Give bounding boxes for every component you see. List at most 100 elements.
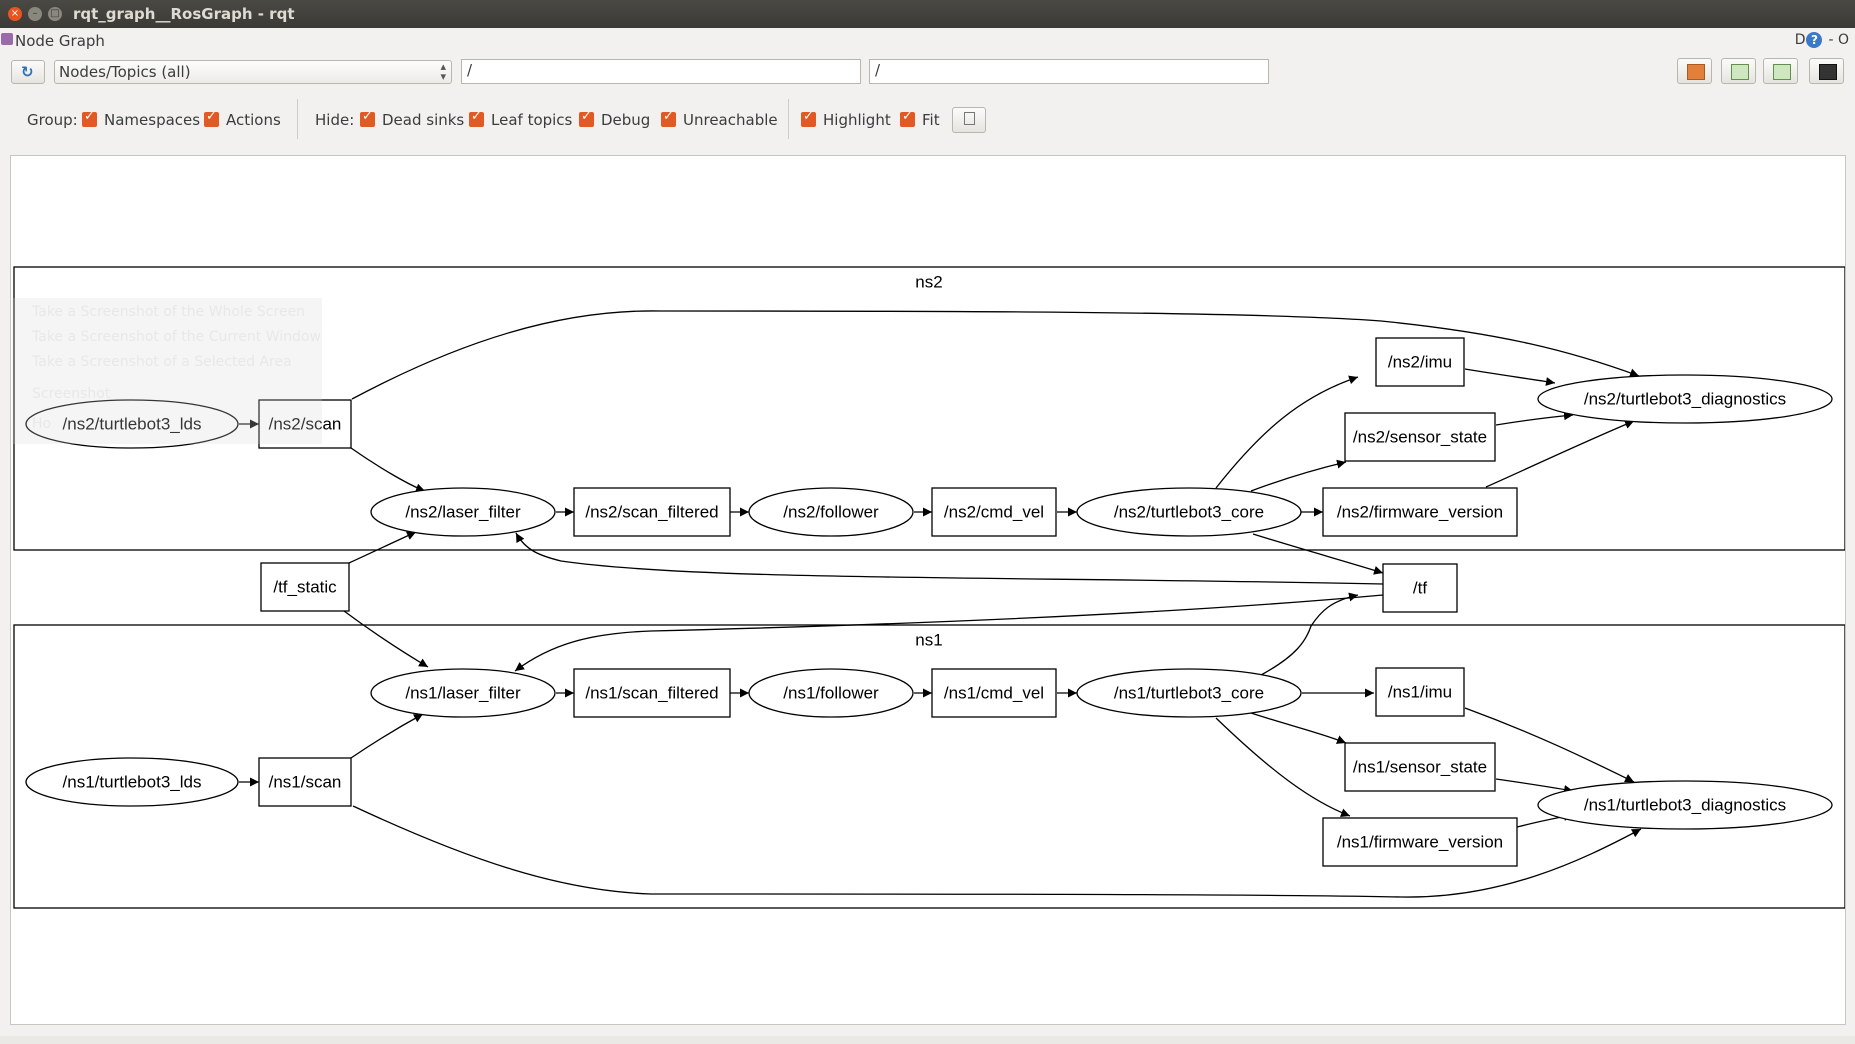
node-shape[interactable] (25, 399, 239, 449)
save-image-button[interactable] (1763, 58, 1798, 84)
node-shape[interactable] (1322, 487, 1518, 537)
node-shape[interactable] (748, 668, 914, 718)
edge-ns2-core-to-ns2-sensor[interactable] (1250, 459, 1347, 492)
edge-ns1-scan-to-ns1-laser[interactable] (350, 713, 424, 759)
namespaces-checkbox[interactable] (82, 109, 97, 127)
edge-ns2-scan-to-ns2-laser[interactable] (350, 447, 426, 493)
topic-filter-input[interactable]: / (869, 59, 1269, 84)
unreachable-checkbox[interactable] (661, 109, 676, 127)
save-svg-button[interactable] (1721, 58, 1756, 84)
topic-node-ns2-imu[interactable]: /ns2/imu (1375, 337, 1465, 387)
node-label: /ns2/follower (783, 502, 879, 521)
topic-node-tf[interactable]: /tf (1382, 563, 1458, 613)
node-label: /ns2/scan (269, 414, 342, 433)
node-shape[interactable] (1344, 412, 1496, 462)
save-dot-icon (1687, 64, 1705, 80)
graph-type-select[interactable]: Nodes/Topics (all) ▴▾ (54, 60, 452, 84)
help-icon[interactable]: ? (1806, 32, 1823, 48)
node-shape[interactable] (931, 487, 1057, 537)
window-minimize-button[interactable]: – (28, 7, 42, 21)
edge-ns1-core-to-ns1-sensor[interactable] (1250, 712, 1347, 744)
node-shape[interactable] (931, 668, 1057, 718)
ros-node-ns2-lds[interactable]: /ns2/turtlebot3_lds (25, 399, 239, 449)
topic-node-tf-static[interactable]: /tf_static (260, 562, 350, 612)
ros-node-ns1-laser[interactable]: /ns1/laser_filter (370, 668, 556, 718)
topic-node-ns1-imu[interactable]: /ns1/imu (1375, 667, 1465, 717)
edge-ns1-sensor-to-ns1-diag[interactable] (1495, 778, 1574, 794)
ros-node-ns1-lds[interactable]: /ns1/turtlebot3_lds (25, 757, 239, 807)
edge-tf-to-ns1-laser[interactable] (514, 594, 1384, 672)
edge-tf-static-to-ns1-laser[interactable] (343, 610, 429, 668)
edge-ns1-core-to-tf[interactable] (1260, 592, 1359, 676)
ros-node-ns2-laser[interactable]: /ns2/laser_filter (370, 487, 556, 537)
node-label: /ns1/laser_filter (405, 683, 521, 702)
edge-ns1-imu-to-ns1-diag[interactable] (1464, 707, 1635, 783)
hide-label: Hide: (315, 111, 355, 129)
edge-ns1-scan-to-ns1-diag[interactable] (352, 805, 1642, 898)
window-maximize-button[interactable]: □ (48, 7, 62, 21)
dead-sinks-checkbox[interactable] (360, 109, 375, 127)
ros-node-ns2-diag[interactable]: /ns2/turtlebot3_diagnostics (1537, 374, 1833, 424)
edge-ns2-core-to-ns2-imu[interactable] (1215, 375, 1359, 489)
topic-node-ns1-scanf[interactable]: /ns1/scan_filtered (573, 668, 731, 718)
topic-node-ns1-firm[interactable]: /ns1/firmware_version (1322, 817, 1518, 867)
topic-node-ns1-cmdvel[interactable]: /ns1/cmd_vel (931, 668, 1057, 718)
node-shape[interactable] (1076, 668, 1302, 718)
node-shape[interactable] (1537, 374, 1833, 424)
ros-node-ns2-core[interactable]: /ns2/turtlebot3_core (1076, 487, 1302, 537)
debug-checkbox[interactable] (579, 109, 594, 127)
actions-checkbox[interactable] (204, 109, 219, 127)
node-shape[interactable] (1537, 780, 1833, 830)
node-shape[interactable] (1375, 337, 1465, 387)
topic-node-ns2-scanf[interactable]: /ns2/scan_filtered (573, 487, 731, 537)
window-close-button[interactable]: × (8, 7, 22, 21)
fit-in-view-button[interactable] (952, 107, 986, 133)
node-shape[interactable] (258, 399, 352, 449)
topic-node-ns2-sensor[interactable]: /ns2/sensor_state (1344, 412, 1496, 462)
node-shape[interactable] (260, 562, 350, 612)
ros-node-ns1-follower[interactable]: /ns1/follower (748, 668, 914, 718)
node-shape[interactable] (258, 757, 352, 807)
topic-node-ns2-firm[interactable]: /ns2/firmware_version (1322, 487, 1518, 537)
edge-ns2-core-to-tf[interactable] (1252, 533, 1384, 575)
fullscreen-button[interactable] (1809, 58, 1844, 84)
plugin-minimize-close[interactable]: - O (1828, 32, 1849, 48)
topic-node-ns2-cmdvel[interactable]: /ns2/cmd_vel (931, 487, 1057, 537)
node-shape[interactable] (1375, 667, 1465, 717)
ros-node-ns1-diag[interactable]: /ns1/turtlebot3_diagnostics (1537, 780, 1833, 830)
node-shape[interactable] (573, 487, 731, 537)
node-shape[interactable] (1076, 487, 1302, 537)
node-shape[interactable] (370, 487, 556, 537)
edge-tf-static-to-ns2-laser[interactable] (348, 531, 417, 564)
node-label: /ns1/sensor_state (1353, 757, 1487, 776)
node-shape[interactable] (1344, 742, 1496, 792)
edge-ns2-firm-to-ns2-diag[interactable] (1485, 420, 1635, 488)
edge-ns2-scan-to-ns2-diag[interactable] (351, 310, 1640, 400)
node-shape[interactable] (370, 668, 556, 718)
node-shape[interactable] (1322, 817, 1518, 867)
edge-ns1-core-to-ns1-firm[interactable] (1215, 717, 1351, 817)
namespace-filter-input[interactable]: / (461, 59, 861, 84)
plugin-dock-button[interactable]: D (1794, 32, 1806, 48)
fit-checkbox[interactable] (900, 109, 915, 127)
edge-ns2-imu-to-ns2-diag[interactable] (1464, 368, 1556, 386)
node-shape[interactable] (748, 487, 914, 537)
topic-node-ns1-sensor[interactable]: /ns1/sensor_state (1344, 742, 1496, 792)
node-shape[interactable] (573, 668, 731, 718)
topic-node-ns2-scan[interactable]: /ns2/scan (258, 399, 352, 449)
plugin-icon (1, 33, 13, 45)
namespaces-label: Namespaces (104, 111, 201, 129)
ros-node-ns1-core[interactable]: /ns1/turtlebot3_core (1076, 668, 1302, 718)
save-dot-button[interactable] (1677, 58, 1712, 84)
leaf-topics-checkbox[interactable] (469, 109, 484, 127)
highlight-checkbox[interactable] (801, 109, 816, 127)
topic-node-ns1-scan[interactable]: /ns1/scan (258, 757, 352, 807)
node-shape[interactable] (25, 757, 239, 807)
refresh-button[interactable]: ↻ (11, 60, 45, 84)
edge-ns2-sensor-to-ns2-diag[interactable] (1495, 411, 1574, 426)
edge-tf-to-ns2-laser[interactable] (515, 532, 1384, 585)
ros-node-ns2-follower[interactable]: /ns2/follower (748, 487, 914, 537)
node-shape[interactable] (1382, 563, 1458, 613)
